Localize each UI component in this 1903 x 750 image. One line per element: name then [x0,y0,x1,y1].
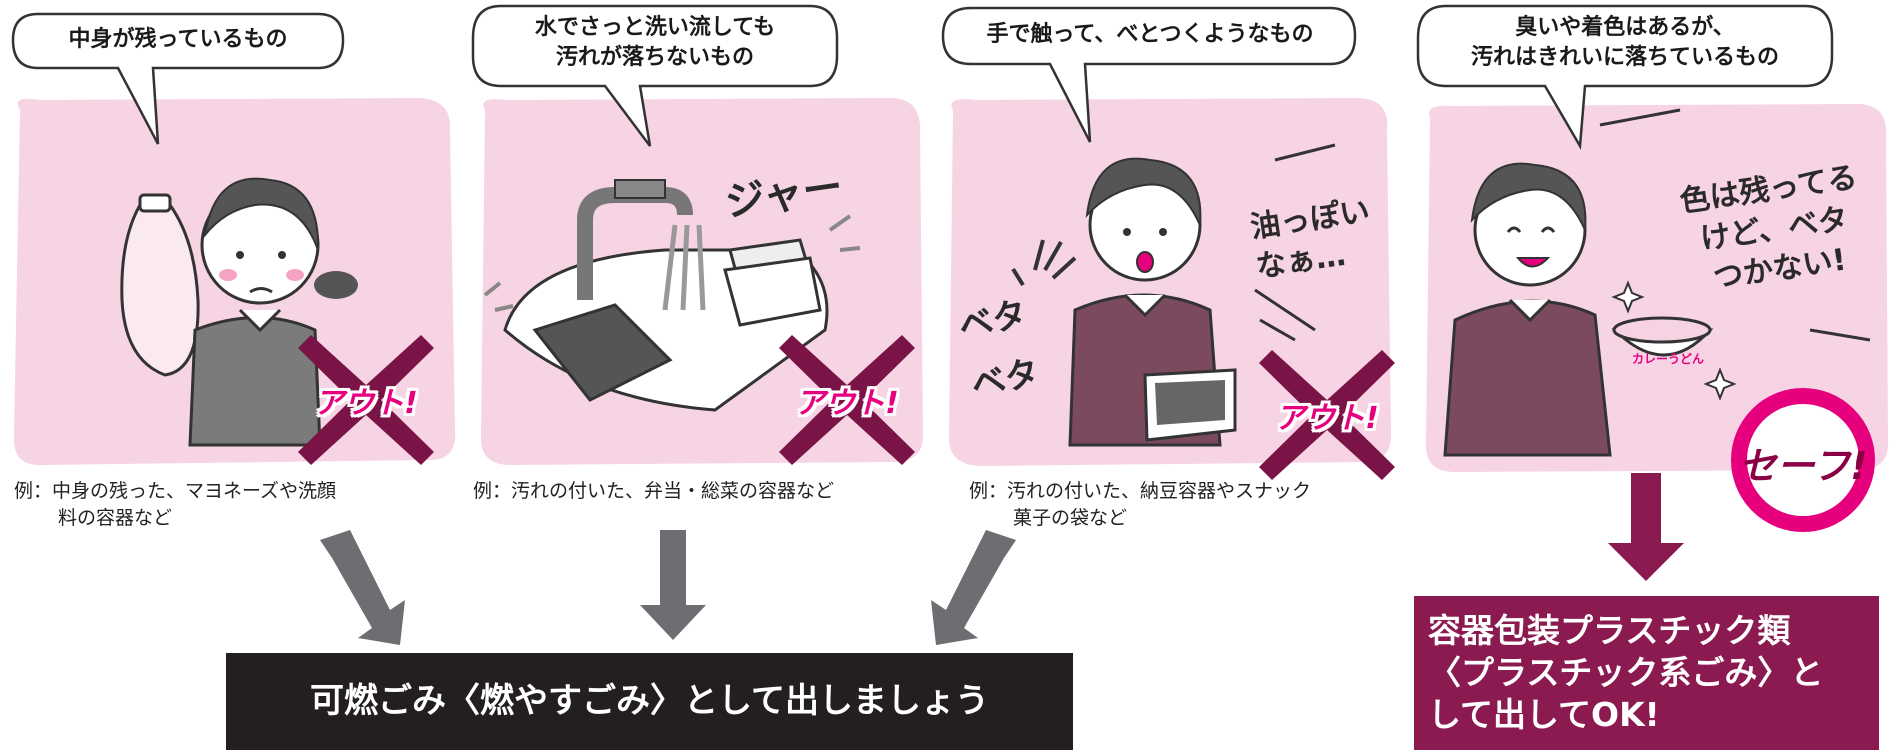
speech-bubble: 水でさっと洗い流しても 汚れが落ちないもの [465,0,845,150]
out-stamp: アウト! [296,330,436,470]
panel-dirty-after-rinse: 水でさっと洗い流しても 汚れが落ちないもの ジャー アウト! 例：汚れの付いた、… [465,0,935,502]
example-text: 例：汚れの付いた、弁当・総菜の容器など [473,478,928,505]
panel-sticky: 手で触って、べとつくようなもの 油っぽい なぁ… ベタ ベタ アウト! 例：汚れ… [935,0,1405,529]
arrow-down-icon [1608,473,1684,581]
safe-stamp: セーフ! [1718,385,1888,535]
speech-text: 色は残ってる けど、ベタ つかない! [1677,160,1860,296]
bubble-text: 臭いや着色はあるが、 汚れはきれいに落ちているもの [1470,15,1779,70]
speech-bubble: 中身が残っているもの [8,6,348,146]
out-stamp: アウト! [1257,345,1397,485]
bubble-text: 手で触って、べとつくようなもの [986,22,1314,47]
x-mark-icon [779,335,915,465]
result-plastic-banner: 容器包装プラスチック類 〈プラスチック系ごみ〉と して出してOK! [1414,596,1879,750]
out-label: アウト! [1275,401,1379,436]
example-line-1: 例：汚れの付いた、弁当・総菜の容器など [473,480,835,502]
example-text: 例：汚れの付いた、納豆容器やスナック 菓子の袋など [969,478,1399,532]
speech-bubble: 臭いや着色はあるが、 汚れはきれいに落ちているもの [1410,0,1840,150]
arrow-down-icon [640,530,706,640]
out-label: アウト! [314,386,418,421]
example-line-2: 料の容器など [58,507,173,529]
result-burnable-banner: 可燃ごみ〈燃やすごみ〉として出しましょう [226,653,1073,750]
circle-mark-icon [1731,388,1875,532]
panel-leftover-contents: 中身が残っているもの アウト! 例：中身の残った、マヨネーズや洗顔 料の容器など [0,0,470,529]
bubble-text: 中身が残っているもの [68,27,288,52]
example-text: 例：中身の残った、マヨネーズや洗顔 料の容器など [14,478,454,532]
x-mark-icon [1259,350,1395,480]
example-line-1: 例：中身の残った、マヨネーズや洗顔 [14,480,337,502]
panel-illustration [1425,104,1889,472]
arrow-down-right-icon [320,530,405,645]
example-line-1: 例：汚れの付いた、納豆容器やスナック [969,480,1312,502]
example-line-2: 菓子の袋など [1013,507,1128,529]
arrow-down-left-icon [931,530,1016,645]
x-mark-icon [298,335,434,465]
safe-label: セーフ! [1738,444,1868,488]
speech-bubble: 手で触って、べとつくようなもの [935,0,1365,150]
bowl-label: カレーうどん [1632,352,1705,366]
bubble-text: 水でさっと洗い流しても 汚れが落ちないもの [534,15,776,70]
out-label: アウト! [795,386,899,421]
panel-stained-but-clean: 臭いや着色はあるが、 汚れはきれいに落ちているもの 色は残ってる けど、ベタ つ… [1410,0,1903,560]
speech-text: 油っぽい なぁ… [1248,194,1372,285]
out-stamp: アウト! [777,330,917,470]
